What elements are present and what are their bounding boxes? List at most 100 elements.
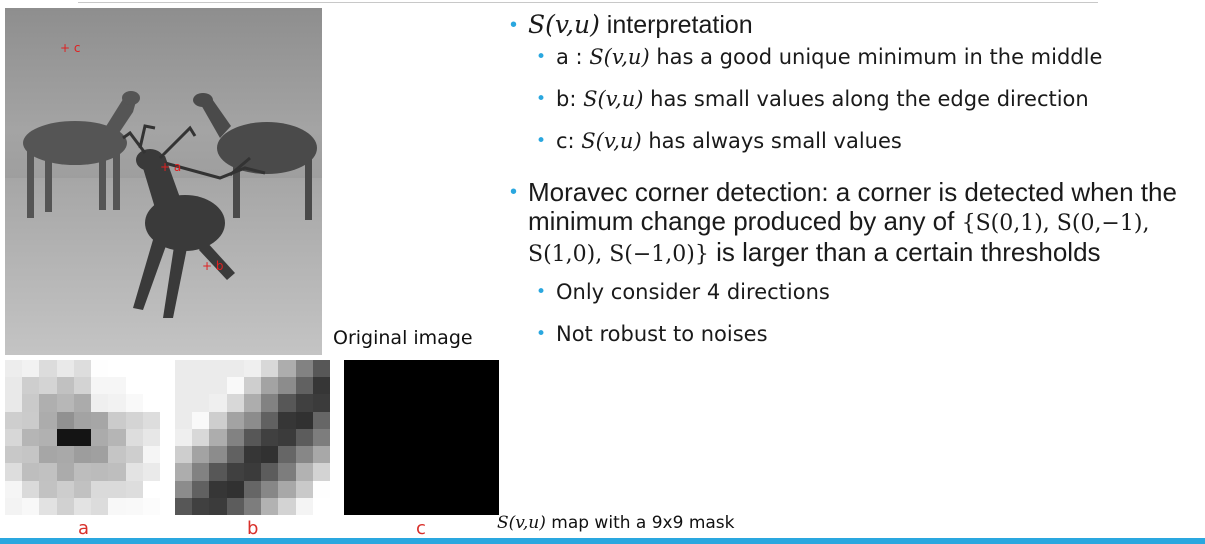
sub-a-post: has a good unique minimum in the middle [649, 45, 1103, 69]
patch-cell [5, 428, 23, 447]
patch-cell [192, 411, 210, 429]
patch-cell [261, 428, 279, 447]
patch-cell [108, 394, 126, 412]
patch-cell [108, 428, 126, 447]
patch-cell [243, 480, 262, 498]
patch-cell [312, 497, 330, 515]
patch-cell [22, 446, 40, 464]
patch-cell [278, 377, 296, 395]
sub-c-pre: c: [556, 129, 582, 153]
sub-b-pre: b: [556, 87, 584, 111]
patch-cell [226, 480, 244, 498]
patch-cell [192, 360, 210, 378]
patch-cell [125, 394, 143, 412]
patch-cell [312, 411, 330, 429]
patch-cell [56, 428, 74, 447]
patch-cell [39, 463, 57, 481]
patch-cell [39, 497, 57, 515]
patch-cell [91, 497, 109, 515]
bullet-interp-math: S(v,u) [528, 10, 600, 39]
map-caption: S(v,u) map with a 9x9 mask [497, 513, 735, 533]
original-image-label: Original image [333, 327, 473, 349]
patch-cell [295, 360, 313, 378]
patch-cell [142, 497, 160, 515]
patch-a-map [5, 360, 160, 515]
patch-cell [73, 360, 92, 378]
bullet-sub-noise: • Not robust to noises [536, 319, 1200, 349]
patch-cell [209, 411, 227, 429]
bullet-list: • S(v,u) interpretation • a : S(v,u) has… [510, 10, 1200, 361]
patch-cell [209, 360, 227, 378]
patch-cell [56, 411, 74, 429]
patch-cell [226, 428, 244, 447]
patch-cell [243, 394, 262, 412]
patch-c-map [344, 360, 499, 515]
patch-cell [5, 360, 23, 378]
sub-noise-text: Not robust to noises [556, 322, 768, 346]
bullet-sub-a: • a : S(v,u) has a good unique minimum i… [536, 42, 1200, 72]
patch-cell [125, 360, 143, 378]
bullet-sub-b: • b: S(v,u) has small values along the e… [536, 84, 1200, 114]
patch-cell [312, 428, 330, 447]
patch-cell [125, 480, 143, 498]
patch-cell [5, 446, 23, 464]
patch-cell [226, 377, 244, 395]
bullet-dot-icon: • [536, 89, 547, 109]
bullet-dot-icon: • [536, 131, 547, 151]
patch-cell [192, 480, 210, 498]
bullet-sub-c: • c: S(v,u) has always small values [536, 126, 1200, 156]
patch-cell [312, 463, 330, 481]
patch-cell [56, 446, 74, 464]
moravec-pre: Moravec corner detection: a corner is de… [528, 177, 1177, 236]
patch-cell [91, 428, 109, 447]
patch-cell [192, 428, 210, 447]
patch-cell [39, 411, 57, 429]
patch-cell [5, 394, 23, 412]
patch-cell [175, 428, 193, 447]
patch-cell [108, 411, 126, 429]
patch-cell [108, 480, 126, 498]
patch-cell [175, 446, 193, 464]
patch-cell [192, 377, 210, 395]
patch-cell [295, 428, 313, 447]
patch-cell [261, 360, 279, 378]
patch-cell [209, 463, 227, 481]
patch-cell [175, 480, 193, 498]
patch-cell [192, 394, 210, 412]
patch-cell [22, 360, 40, 378]
patch-cell [22, 394, 40, 412]
patch-cell [278, 480, 296, 498]
patch-cell [56, 480, 74, 498]
patch-cell [175, 394, 193, 412]
patch-cell [243, 497, 262, 515]
patch-cell [278, 463, 296, 481]
patch-cell [226, 394, 244, 412]
patch-b-map [175, 360, 330, 515]
patch-cell [261, 377, 279, 395]
patch-cell [226, 360, 244, 378]
patch-cell [91, 446, 109, 464]
patch-cell [261, 463, 279, 481]
patch-cell [91, 377, 109, 395]
bullet-dot-icon: • [510, 14, 518, 36]
patch-cell [226, 497, 244, 515]
patch-cell [175, 463, 193, 481]
moravec-post: is larger than a certain thresholds [708, 237, 1101, 267]
patch-cell [5, 463, 23, 481]
patch-cell [261, 497, 279, 515]
patch-cell [142, 377, 160, 395]
patch-cell [209, 428, 227, 447]
sub-c-post: has always small values [641, 129, 902, 153]
patch-cell [312, 360, 330, 378]
map-caption-math: S(v,u) [497, 513, 546, 533]
patch-cell [56, 360, 74, 378]
patch-cell [73, 480, 92, 498]
patch-cell [108, 463, 126, 481]
patch-cell [142, 480, 160, 498]
patch-cell [295, 480, 313, 498]
patch-cell [56, 394, 74, 412]
patch-cell [175, 497, 193, 515]
patch-cell [142, 360, 160, 378]
patch-cell [91, 463, 109, 481]
patch-cell [209, 377, 227, 395]
